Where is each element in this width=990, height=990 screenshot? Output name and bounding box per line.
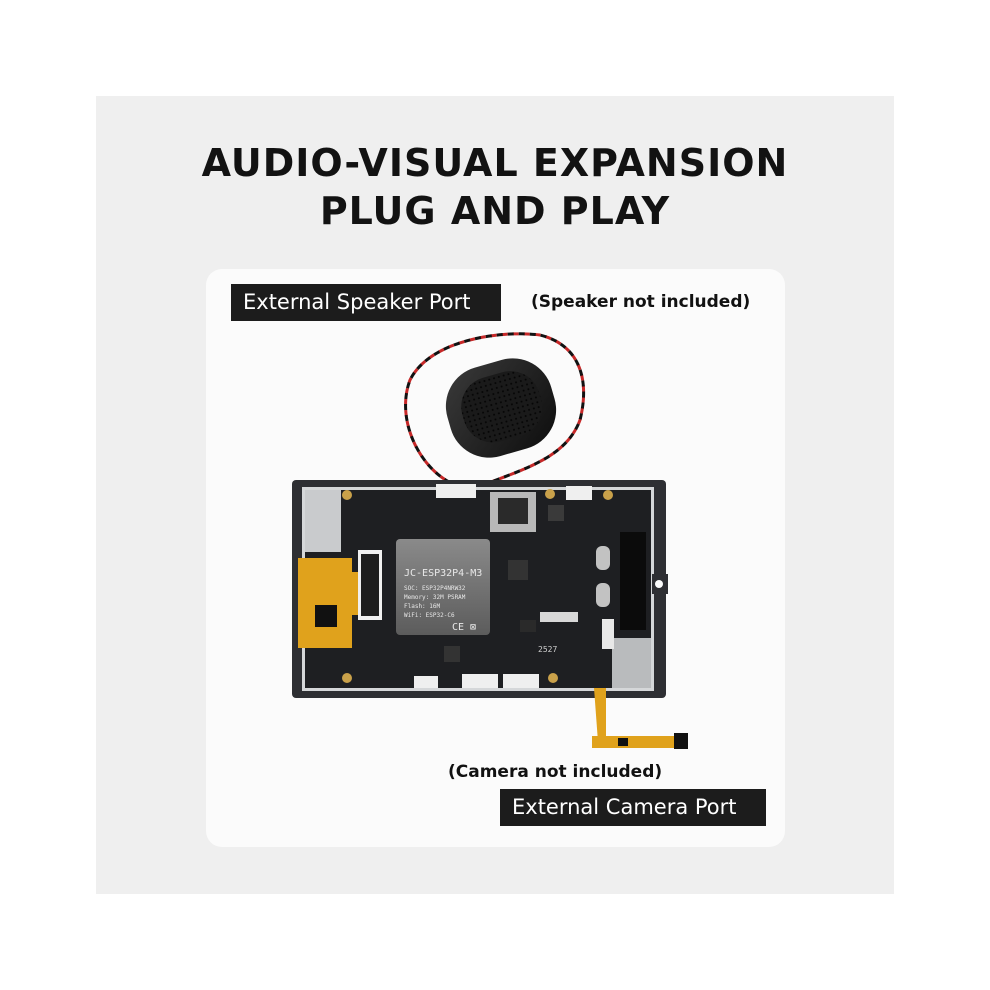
camera-port-label: External Camera Port	[500, 789, 766, 826]
module-flash: Flash: 16M	[404, 603, 441, 610]
speaker-icon	[445, 358, 557, 458]
camera-cable	[592, 688, 688, 749]
display-board: JC-ESP32P4-M3 SOC: ESP32P4NRW32 Memory: …	[292, 480, 668, 698]
speaker-not-included-note: (Speaker not included)	[531, 292, 751, 312]
module-name: JC-ESP32P4-M3	[404, 568, 482, 579]
module-marks: CE ⊠	[452, 622, 476, 633]
speaker-port-label: External Speaker Port	[231, 284, 501, 321]
module-wifi: WiFi: ESP32-C6	[404, 612, 455, 619]
module-soc: SOC: ESP32P4NRW32	[404, 585, 466, 592]
camera-not-included-note: (Camera not included)	[448, 762, 663, 782]
headline-line-1: AUDIO-VISUAL EXPANSION	[201, 141, 789, 185]
pin-header	[620, 532, 646, 630]
headline-line-2: PLUG AND PLAY	[319, 189, 671, 233]
module-memory: Memory: 32M PSRAM	[404, 594, 466, 601]
speaker-cable	[404, 332, 586, 492]
board-code: 2527	[538, 645, 557, 654]
